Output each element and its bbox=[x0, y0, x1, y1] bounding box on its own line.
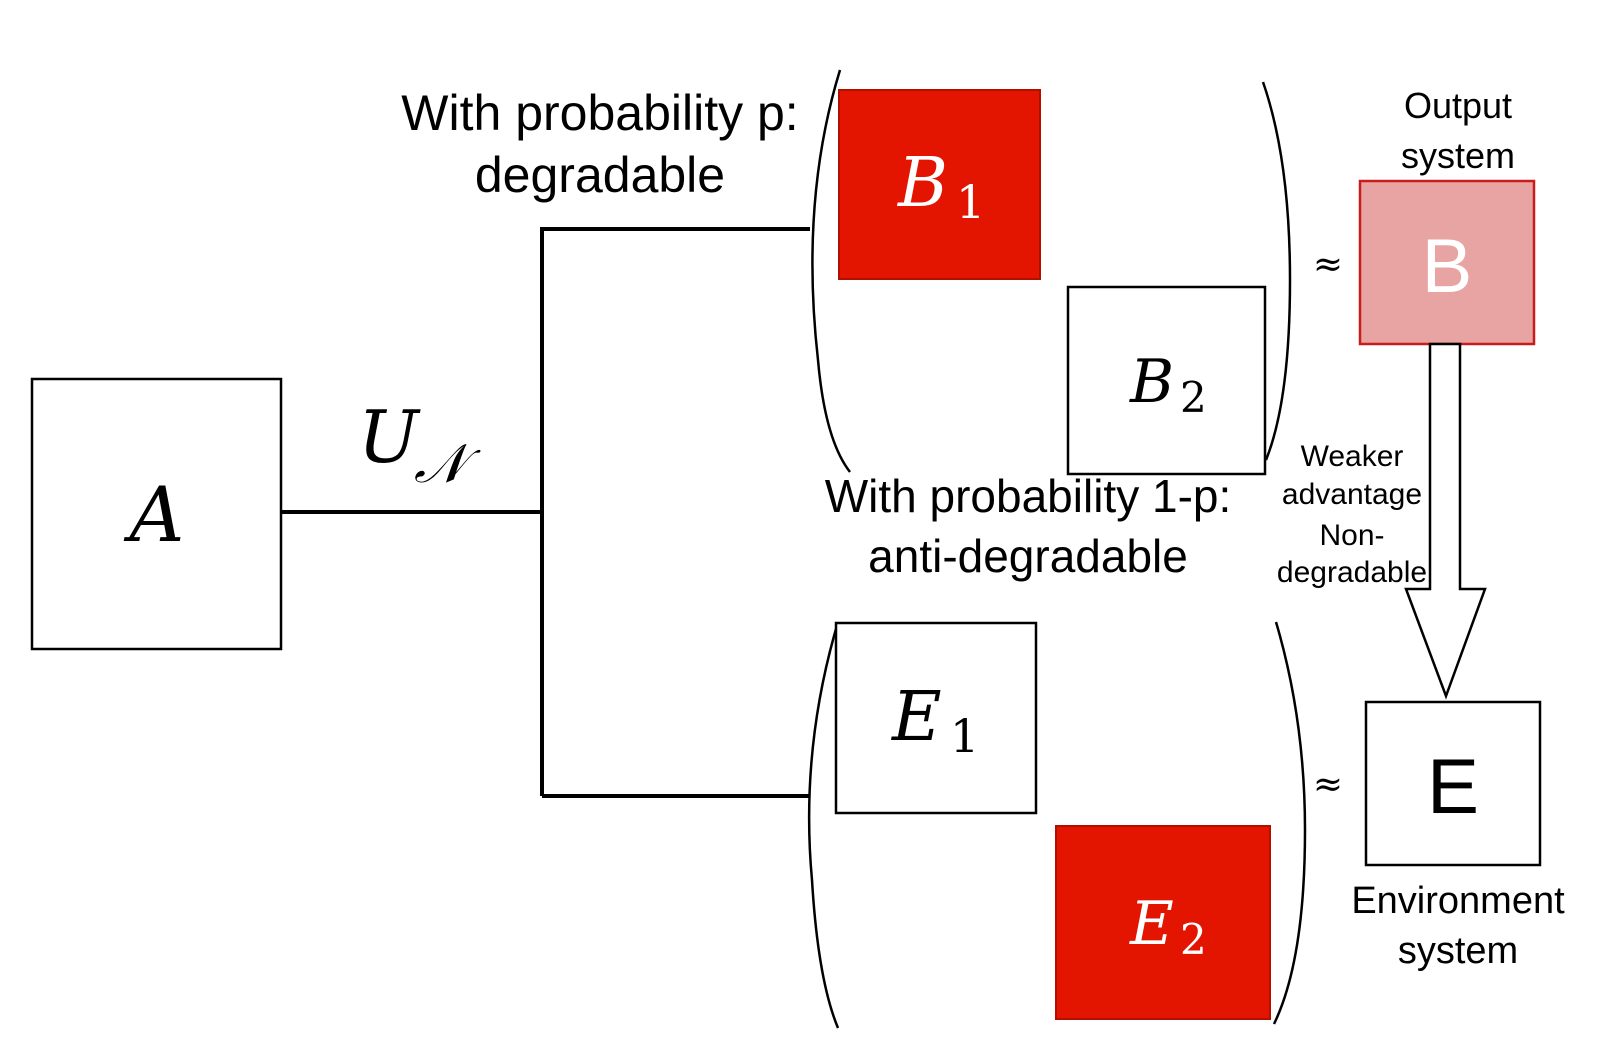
b2-sub: 2 bbox=[1180, 373, 1207, 422]
e2-node: E 2 bbox=[1055, 825, 1271, 1020]
branch-top-line1: With probability p: bbox=[401, 85, 798, 141]
arrow-label-line2: advantage bbox=[1282, 478, 1422, 511]
b1-sub: 1 bbox=[956, 175, 985, 229]
output-box bbox=[1358, 179, 1536, 346]
input-label: A bbox=[124, 470, 185, 559]
channel-label-main: U bbox=[358, 395, 421, 479]
e1-node: E 1 bbox=[834, 621, 1038, 815]
environment-system-node: E Environment system bbox=[1351, 700, 1565, 972]
output-caption-line2: system bbox=[1401, 135, 1515, 176]
b1-node: B 1 bbox=[838, 89, 1041, 280]
e2-box bbox=[1055, 825, 1271, 1020]
e1-sub: 1 bbox=[950, 709, 979, 763]
bottom-parentheses bbox=[807, 621, 1307, 1029]
branch-bottom-line1: With probability 1-p: bbox=[825, 470, 1232, 522]
arrow-label-line3: Non- bbox=[1319, 519, 1384, 552]
bottom-left-paren bbox=[807, 621, 840, 1029]
environment-caption-line2: system bbox=[1398, 930, 1518, 972]
b1-main: B bbox=[896, 144, 948, 223]
branch-top-caption: With probability p: degradable bbox=[401, 85, 798, 203]
b2-node: B 2 bbox=[1066, 285, 1267, 476]
channel-label-sub: 𝒩 bbox=[414, 432, 481, 495]
top-left-paren bbox=[811, 69, 851, 473]
output-label: B bbox=[1422, 224, 1473, 309]
b2-box bbox=[1066, 285, 1267, 476]
input-box bbox=[30, 377, 283, 651]
branch-top-line2: degradable bbox=[475, 147, 725, 203]
approx-symbol-bottom: ≈ bbox=[1313, 764, 1343, 805]
environment-box bbox=[1364, 700, 1542, 867]
e2-main: E bbox=[1129, 889, 1174, 959]
hollow-down-arrow bbox=[1404, 342, 1487, 700]
channel-label: U 𝒩 bbox=[358, 395, 481, 495]
input-node-a: A bbox=[30, 377, 283, 651]
top-parentheses bbox=[811, 69, 1292, 473]
top-right-paren bbox=[1261, 81, 1292, 461]
bottom-right-paren bbox=[1272, 621, 1307, 1025]
b2-main: B bbox=[1129, 347, 1174, 417]
channel-connector bbox=[281, 227, 810, 798]
output-caption-line1: Output bbox=[1404, 85, 1512, 126]
arrow-labels: Weaker advantage Non- degradable bbox=[1277, 440, 1427, 589]
branch-bottom-line2: anti-degradable bbox=[868, 530, 1188, 582]
arrow-label-line1: Weaker bbox=[1301, 440, 1404, 473]
arrow-label-line4: degradable bbox=[1277, 556, 1427, 589]
output-system-node: Output system B bbox=[1358, 85, 1536, 346]
branch-bottom-caption: With probability 1-p: anti-degradable bbox=[825, 470, 1232, 582]
environment-label: E bbox=[1427, 742, 1479, 830]
e2-sub: 2 bbox=[1180, 915, 1207, 964]
e1-box bbox=[834, 621, 1038, 815]
environment-caption-line1: Environment bbox=[1351, 880, 1565, 922]
e1-main: E bbox=[890, 678, 942, 757]
approx-symbol-top: ≈ bbox=[1313, 244, 1343, 285]
b1-box bbox=[838, 89, 1041, 280]
